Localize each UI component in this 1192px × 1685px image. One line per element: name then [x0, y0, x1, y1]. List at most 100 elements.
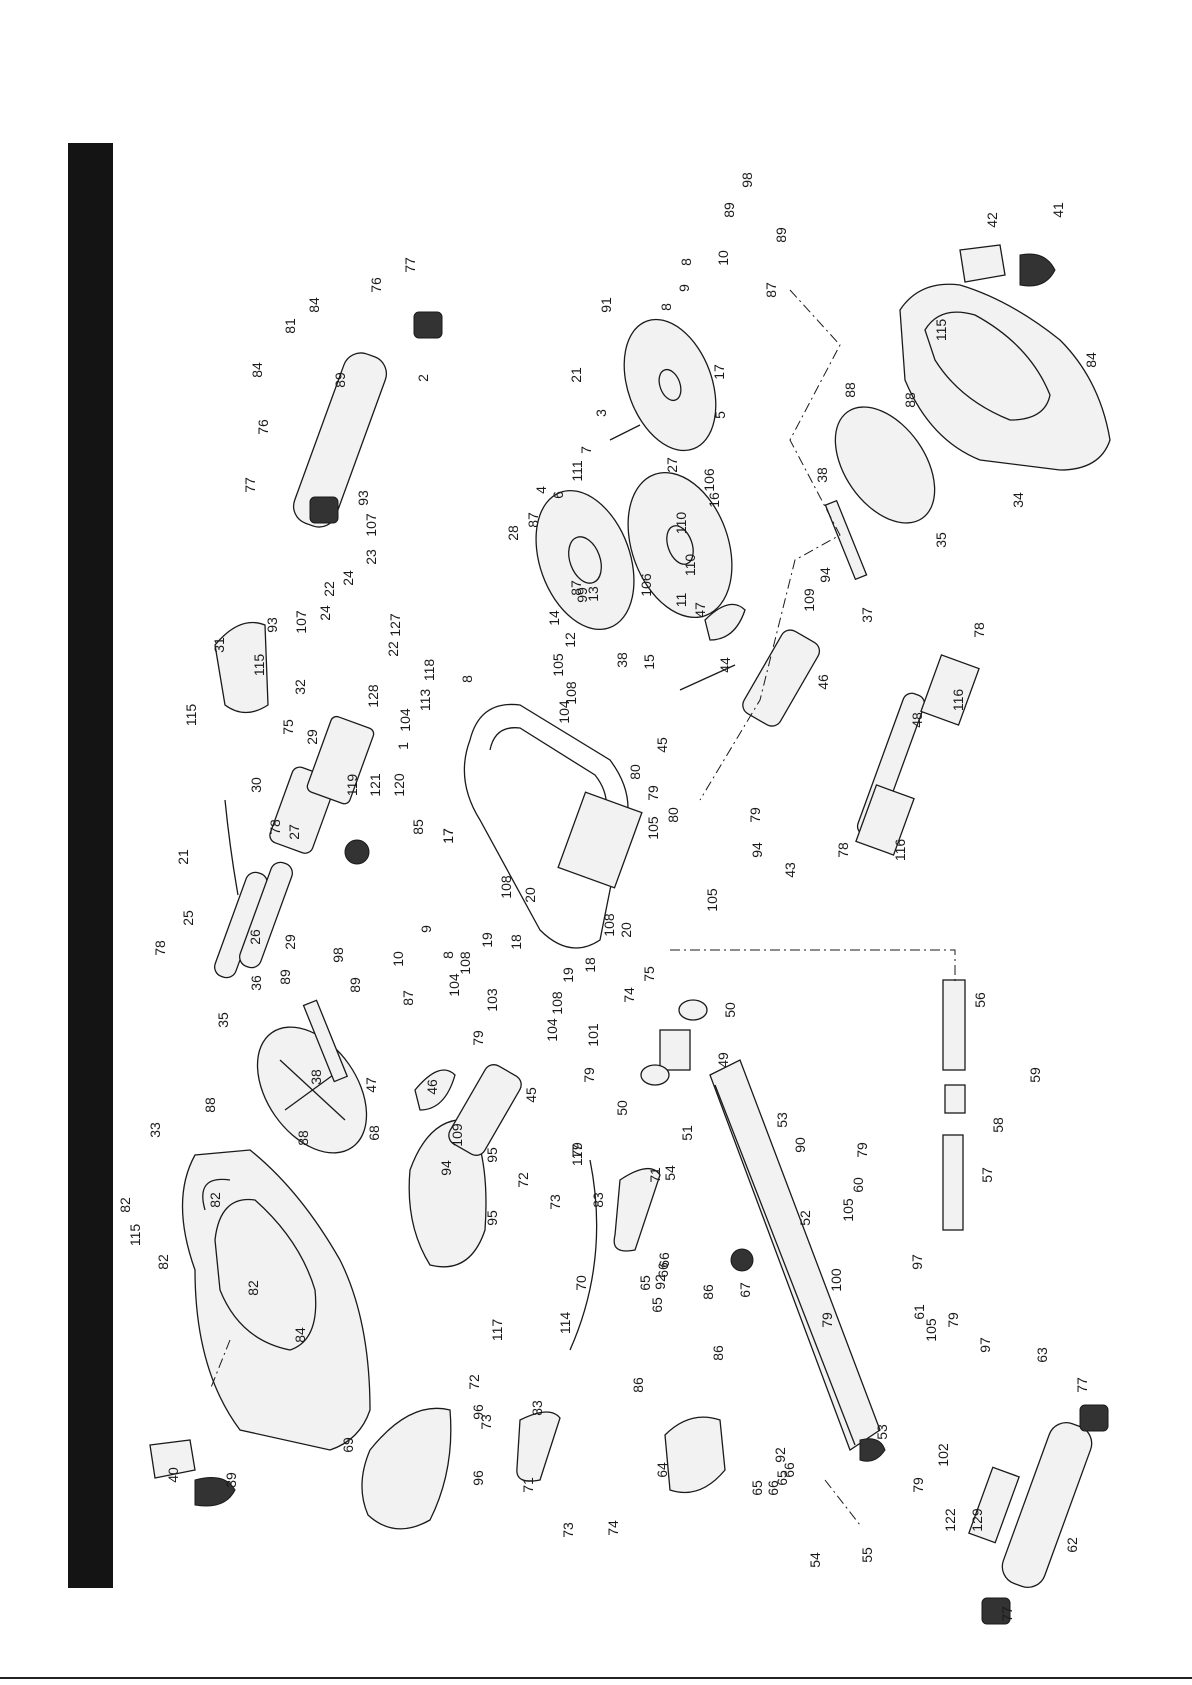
callout-label: 57 [979, 1167, 995, 1183]
callout-label: 79 [581, 1067, 597, 1083]
callout-label: 114 [557, 1312, 573, 1335]
callout-label: 91 [598, 297, 614, 313]
callout-label: 79 [470, 1030, 486, 1046]
seat-cushion-68 [408, 1118, 487, 1268]
callout-label: 116 [950, 689, 966, 712]
callout-label: 106 [701, 468, 717, 492]
callout-label: 121 [367, 773, 383, 797]
flywheel-16 [627, 471, 733, 619]
end-cap-77-c [1079, 1404, 1109, 1432]
callout-label: 104 [556, 700, 572, 724]
callout-label: 92 [652, 1274, 668, 1290]
callout-label: 108 [563, 681, 579, 705]
callout-label: 105 [645, 816, 661, 840]
callout-label: 122 [942, 1508, 958, 1532]
callout-label: 76 [368, 277, 384, 293]
callout-label: 84 [292, 1327, 308, 1343]
callout-label: 71 [520, 1477, 536, 1493]
callout-label: 32 [292, 679, 308, 695]
callout-label: 65 [637, 1275, 653, 1291]
tube-57 [942, 1134, 964, 1231]
callout-label: 81 [282, 318, 298, 334]
front-stabilizer-2 [292, 352, 388, 528]
callout-label: 70 [573, 1275, 589, 1291]
part-drawings [149, 244, 1111, 1625]
callout-label: 82 [155, 1254, 171, 1270]
callout-label: 110 [673, 512, 689, 535]
callout-label: 31 [211, 637, 227, 653]
pedal-strap-47-left [414, 1069, 456, 1111]
callout-label: 120 [391, 773, 407, 797]
callout-label: 46 [424, 1079, 440, 1095]
callout-label: 119 [344, 774, 360, 797]
callout-label: 83 [590, 1192, 606, 1208]
wire-21-left [224, 799, 239, 896]
callout-label: 86 [700, 1284, 716, 1300]
callout-label: 48 [909, 712, 925, 728]
grip-71-a [613, 1168, 661, 1252]
callout-label: 66 [765, 1480, 781, 1496]
callout-label: 115 [127, 1224, 143, 1247]
callout-label: 111 [569, 460, 585, 481]
callout-label: 40 [165, 1467, 181, 1483]
plate-116-a [920, 654, 980, 726]
callout-label: 71 [647, 1167, 663, 1183]
callout-label: 50 [614, 1100, 630, 1116]
callout-label: 37 [859, 607, 875, 623]
callout-label: 98 [330, 947, 346, 963]
bracket-49 [659, 1029, 691, 1071]
callout-label: 60 [850, 1177, 866, 1193]
bracket-36 [302, 999, 349, 1083]
callout-label: 12 [562, 632, 578, 648]
callout-label: 38 [814, 467, 830, 483]
callout-label: 51 [679, 1125, 695, 1141]
callout-label: 87 [400, 990, 416, 1006]
callout-label: 115 [933, 319, 949, 342]
callout-label: 103 [484, 988, 500, 1012]
callout-label: 89 [277, 969, 293, 985]
callout-label: 76 [255, 419, 271, 435]
callout-label: 78 [152, 940, 168, 956]
callout-label: 97 [977, 1337, 993, 1353]
black-side-bar [68, 143, 113, 1588]
knob-27 [344, 839, 370, 865]
callout-label: 108 [549, 991, 565, 1015]
callout-label: 53 [774, 1112, 790, 1128]
callout-label: 86 [630, 1377, 646, 1393]
callout-label: 22 [321, 581, 337, 597]
callout-label: 82 [207, 1192, 223, 1208]
callout-label: 47 [692, 602, 708, 618]
callout-label: 79 [854, 1142, 870, 1158]
callout-label: 73 [560, 1522, 576, 1538]
seat-back-69 [361, 1407, 452, 1530]
callout-label: 38 [614, 652, 630, 668]
callout-label: 100 [828, 1268, 844, 1292]
main-frame-1 [463, 703, 629, 949]
callout-label: 110 [682, 554, 698, 577]
callout-label: 115 [183, 704, 199, 727]
callout-label: 45 [654, 737, 670, 753]
bottom-rule [0, 1677, 1192, 1679]
callout-label: 105 [840, 1198, 856, 1222]
callout-label: 29 [304, 729, 320, 745]
callout-label: 9 [418, 925, 434, 933]
callout-label: 77 [402, 257, 418, 273]
callout-label: 88 [842, 382, 858, 398]
callout-label: 89 [773, 227, 789, 243]
callout-label: 78 [835, 842, 851, 858]
callout-label: 54 [662, 1165, 678, 1181]
callout-label: 24 [340, 570, 356, 586]
seat-slider-64 [664, 1416, 726, 1494]
callout-label: 44 [717, 657, 733, 673]
callout-label: 97 [909, 1254, 925, 1270]
callout-label: 80 [627, 764, 643, 780]
left-shroud-33 [181, 1149, 371, 1451]
callout-label: 109 [801, 588, 817, 612]
callout-label: 66 [781, 1462, 797, 1478]
tube-58 [944, 1084, 966, 1114]
callout-label: 79 [819, 1312, 835, 1328]
callout-label: 102 [935, 1443, 951, 1467]
callout-label: 89 [332, 372, 348, 388]
callout-label: 27 [286, 824, 302, 840]
callout-label: 74 [621, 987, 637, 1003]
